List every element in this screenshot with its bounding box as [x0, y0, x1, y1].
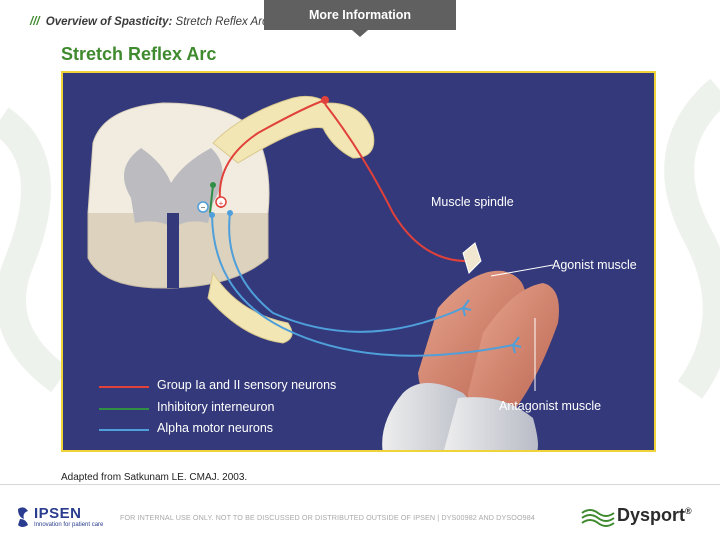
- ipsen-tagline: Innovation for patient care: [34, 522, 103, 528]
- breadcrumb: /// Overview of Spasticity: Stretch Refl…: [30, 16, 268, 28]
- breadcrumb-slashes: ///: [30, 16, 40, 28]
- more-information-button[interactable]: More Information: [264, 0, 456, 30]
- breadcrumb-topic: Stretch Reflex Arc: [176, 16, 268, 28]
- legend-swatch-sensory: [99, 386, 149, 388]
- ipsen-wordmark: IPSEN: [34, 505, 82, 522]
- figure-source: Adapted from Satkunam LE. CMAJ. 2003.: [61, 472, 247, 483]
- footer-disclaimer: FOR INTERNAL USE ONLY. NOT TO BE DISCUSS…: [120, 513, 535, 522]
- legend-label-sensory: Group Ia and II sensory neurons: [157, 378, 336, 392]
- dysport-wave-icon: [580, 503, 618, 531]
- footer: IPSEN Innovation for patient care FOR IN…: [0, 484, 720, 541]
- svg-text:+: +: [219, 199, 224, 208]
- registered-mark: ®: [685, 506, 692, 516]
- dysport-name: Dysport: [617, 505, 685, 525]
- page-title: Stretch Reflex Arc: [61, 44, 216, 65]
- ipsen-logo: IPSEN Innovation for patient care: [14, 505, 114, 531]
- dysport-logo: Dysport®: [580, 503, 700, 531]
- more-information-caret-icon: [352, 30, 368, 37]
- legend-swatch-motor: [99, 429, 149, 431]
- legend-label-interneuron: Inhibitory interneuron: [157, 400, 274, 414]
- agonist-pointer: [491, 265, 553, 276]
- dysport-wordmark: Dysport®: [617, 505, 692, 526]
- muscle-spindle-label: Muscle spindle: [431, 195, 514, 209]
- svg-text:−: −: [201, 203, 206, 212]
- legend-label-motor: Alpha motor neurons: [157, 421, 273, 435]
- ipsen-mark-icon: [14, 505, 32, 531]
- muscle-group: [382, 271, 559, 452]
- breadcrumb-section: Overview of Spasticity:: [46, 16, 173, 28]
- antagonist-muscle-label: Antagonist muscle: [499, 399, 601, 413]
- legend-swatch-interneuron: [99, 408, 149, 410]
- agonist-muscle-label: Agonist muscle: [552, 258, 637, 272]
- reflex-arc-figure: + − Muscle spindle Agonist muscle Antago…: [61, 71, 656, 452]
